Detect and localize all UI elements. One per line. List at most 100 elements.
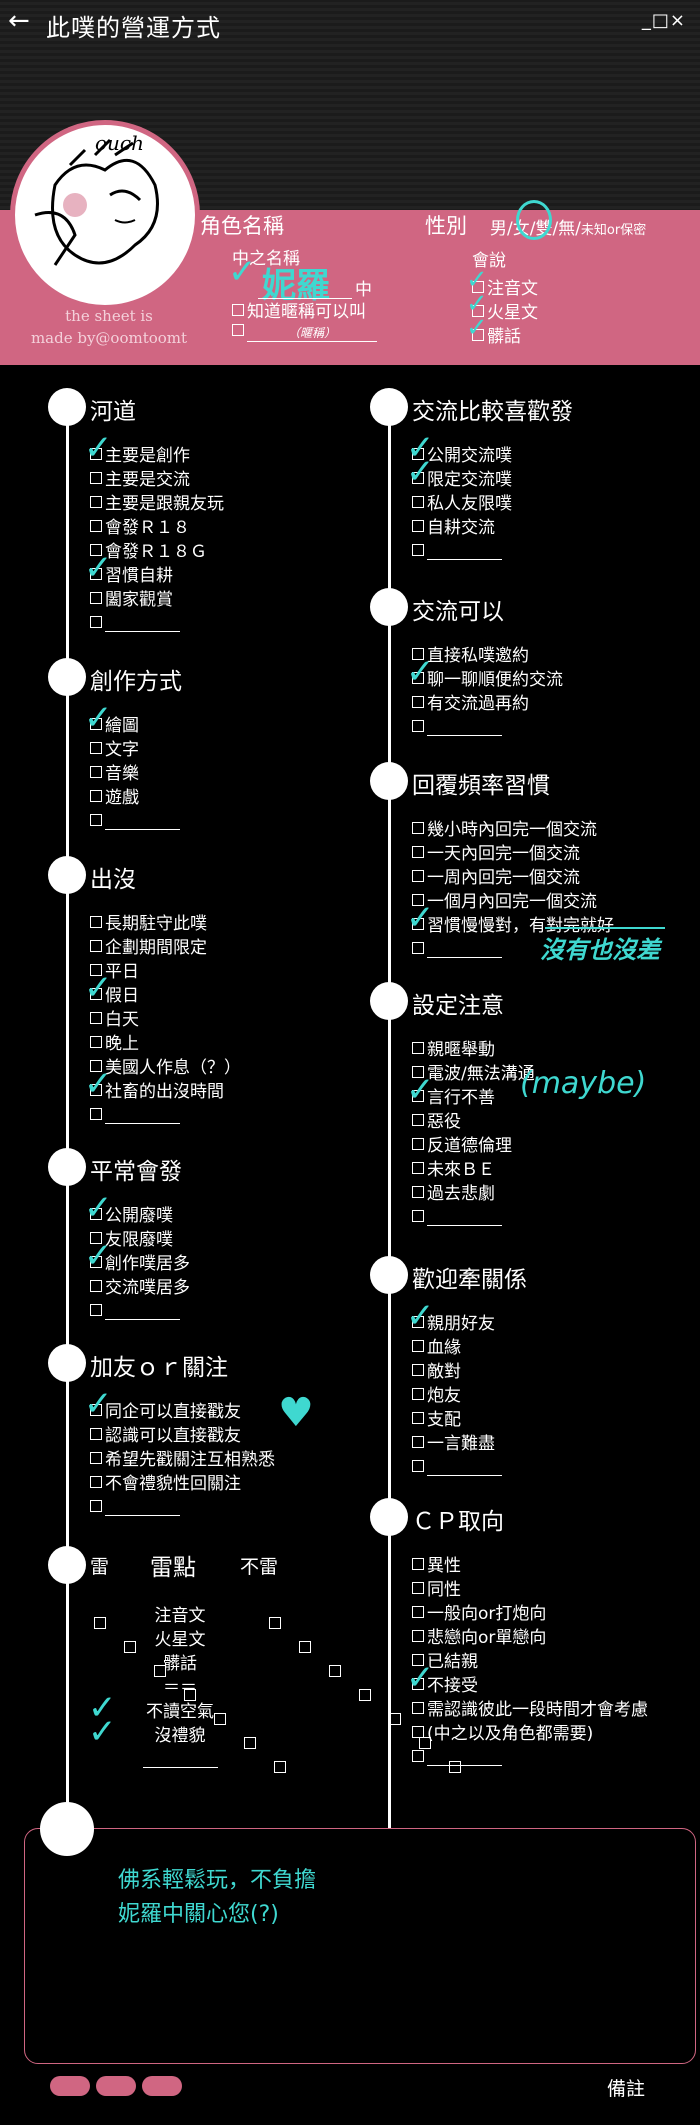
checkbox-option[interactable]: 私人友限噗 [412,492,512,516]
checkbox-icon[interactable] [90,742,102,754]
checkbox-icon[interactable] [412,1412,424,1424]
checkbox-option[interactable]: 社畜的出沒時間 [90,1080,224,1104]
checkbox-icon[interactable] [90,766,102,778]
checkbox-icon[interactable] [389,1712,401,1725]
checkbox-option[interactable]: 交流噗居多 [90,1276,190,1300]
checkbox-option[interactable]: 言行不善 [412,1086,495,1110]
checkbox-option[interactable] [412,1456,502,1480]
speak-option[interactable]: 髒話 [472,322,521,347]
checkbox-icon[interactable] [449,1760,461,1773]
arrow-left-icon[interactable]: ← [8,6,30,36]
checkbox-icon[interactable] [412,1678,424,1690]
checkbox-icon[interactable] [90,1108,102,1120]
checkbox-option[interactable]: 炮友 [412,1384,461,1408]
checkbox-icon[interactable] [412,1558,424,1570]
checkbox-icon[interactable] [90,1084,102,1096]
checkbox-icon[interactable] [412,1630,424,1642]
nickname-ok-option[interactable]: 知道暱稱可以叫 [232,297,366,322]
checkbox-icon[interactable] [329,1664,341,1677]
checkbox-icon[interactable] [472,305,484,317]
checkbox-icon[interactable] [359,1688,371,1701]
checkbox-icon[interactable] [232,324,244,336]
checkbox-icon[interactable] [90,1060,102,1072]
checkbox-icon[interactable] [412,672,424,684]
checkbox-option[interactable]: 惡役 [412,1110,461,1134]
checkbox-icon[interactable] [90,568,102,580]
checkbox-option[interactable]: 音樂 [90,762,139,786]
checkbox-icon[interactable] [412,894,424,906]
checkbox-icon[interactable] [90,592,102,604]
checkbox-option[interactable]: 習慣慢慢對，有對完就好 [412,914,614,938]
checkbox-option[interactable]: 認識可以直接戳友 [90,1424,241,1448]
checkbox-icon[interactable] [154,1664,166,1677]
checkbox-icon[interactable] [412,544,424,556]
blank-field[interactable] [105,1305,180,1320]
checkbox-option[interactable]: 異性 [412,1554,461,1578]
checkbox-icon[interactable] [214,1712,226,1725]
checkbox-icon[interactable] [90,916,102,928]
checkbox-icon[interactable] [412,520,424,532]
checkbox-icon[interactable] [472,281,484,293]
checkbox-icon[interactable] [274,1760,286,1773]
checkbox-icon[interactable] [412,1138,424,1150]
checkbox-icon[interactable] [90,1208,102,1220]
nickname-field[interactable]: （暱稱） [232,322,377,342]
checkbox-icon[interactable] [90,616,102,628]
checkbox-option[interactable] [412,716,502,740]
speak-option[interactable]: 火星文 [472,298,538,323]
checkbox-icon[interactable] [90,940,102,952]
checkbox-icon[interactable] [412,1702,424,1714]
checkbox-icon[interactable] [90,988,102,1000]
checkbox-icon[interactable] [419,1736,431,1749]
checkbox-option[interactable]: 反道德倫理 [412,1134,512,1158]
checkbox-option[interactable] [412,938,502,962]
checkbox-icon[interactable] [90,718,102,730]
checkbox-option[interactable]: 公開交流噗 [412,444,512,468]
window-controls[interactable]: _□× [641,10,686,31]
checkbox-icon[interactable] [90,448,102,460]
blank-field[interactable] [427,1751,502,1766]
checkbox-option[interactable]: 一天內回完一個交流 [412,842,580,866]
checkbox-icon[interactable] [412,1726,424,1738]
blank-field[interactable] [105,815,180,830]
checkbox-icon[interactable] [90,1256,102,1268]
checkbox-icon[interactable] [412,648,424,660]
checkbox-option[interactable]: 自耕交流 [412,516,495,540]
checkbox-icon[interactable] [90,1500,102,1512]
checkbox-option[interactable]: 遊戲 [90,786,139,810]
checkbox-option[interactable]: 不接受 [412,1674,478,1698]
checkbox-icon[interactable] [184,1688,196,1701]
checkbox-icon[interactable] [412,1364,424,1376]
checkbox-icon[interactable] [412,942,424,954]
checkbox-icon[interactable] [412,1582,424,1594]
checkbox-icon[interactable] [412,1186,424,1198]
checkbox-option[interactable]: 會發Ｒ１８Ｇ [90,540,207,564]
checkbox-option[interactable]: 同性 [412,1578,461,1602]
checkbox-option[interactable] [412,1206,502,1230]
checkbox-icon[interactable] [412,472,424,484]
checkbox-option[interactable]: 主要是跟親友玩 [90,492,224,516]
checkbox-option[interactable]: 美國人作息（？） [90,1056,241,1080]
checkbox-icon[interactable] [90,1428,102,1440]
checkbox-option[interactable]: 幾小時內回完一個交流 [412,818,597,842]
checkbox-option[interactable]: 同企可以直接戳友 [90,1400,241,1424]
checkbox-option[interactable] [90,612,180,636]
checkbox-option[interactable] [412,1746,502,1770]
checkbox-icon[interactable] [90,472,102,484]
blank-field[interactable] [427,721,502,736]
checkbox-option[interactable]: 繪圖 [90,714,139,738]
checkbox-icon[interactable] [90,790,102,802]
speak-option[interactable]: 注音文 [472,274,538,299]
checkbox-icon[interactable] [90,544,102,556]
checkbox-icon[interactable] [412,846,424,858]
checkbox-option[interactable]: 平日 [90,960,139,984]
checkbox-option[interactable]: 會發Ｒ１８ [90,516,190,540]
checkbox-icon[interactable] [90,814,102,826]
checkbox-icon[interactable] [90,1280,102,1292]
blank-field[interactable] [427,545,502,560]
checkbox-icon[interactable] [412,448,424,460]
checkbox-icon[interactable] [412,870,424,882]
checkbox-icon[interactable] [90,1012,102,1024]
checkbox-icon[interactable] [90,1304,102,1316]
pill-button[interactable] [96,2076,136,2096]
